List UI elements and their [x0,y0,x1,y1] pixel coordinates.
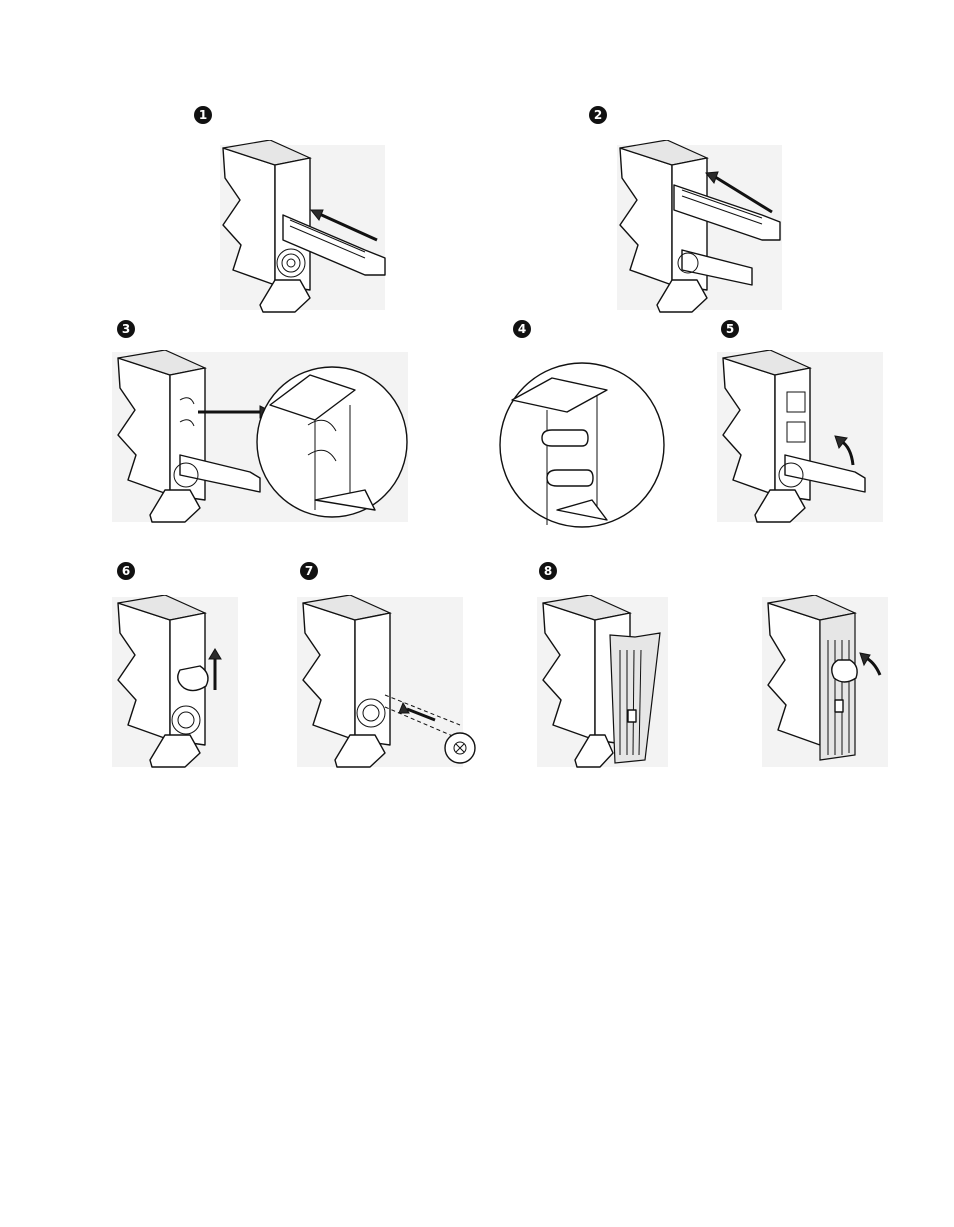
slide-bracket-up-illustration [110,595,240,770]
step-1-badge: 1 [194,106,212,124]
step-3-badge: 3 [117,320,135,338]
step-8-badge: 8 [539,562,557,580]
step-2-badge: 2 [589,106,607,124]
step-7-badge: 7 [300,562,318,580]
battery-connector-detail-illustration [110,350,410,525]
insert-screw-illustration [295,595,480,770]
reattach-front-bezel-illustration [535,595,670,770]
step-5-badge: 5 [721,320,739,338]
second-battery-pack-slide-in-illustration [612,140,787,315]
step-6-badge: 6 [117,562,135,580]
push-battery-up-illustration [715,350,885,525]
connect-battery-plugs-illustration [497,360,667,530]
battery-pack-slide-in-illustration [215,140,390,315]
step-4-badge: 4 [513,320,531,338]
reattach-front-bezel-closed-illustration [760,595,890,770]
